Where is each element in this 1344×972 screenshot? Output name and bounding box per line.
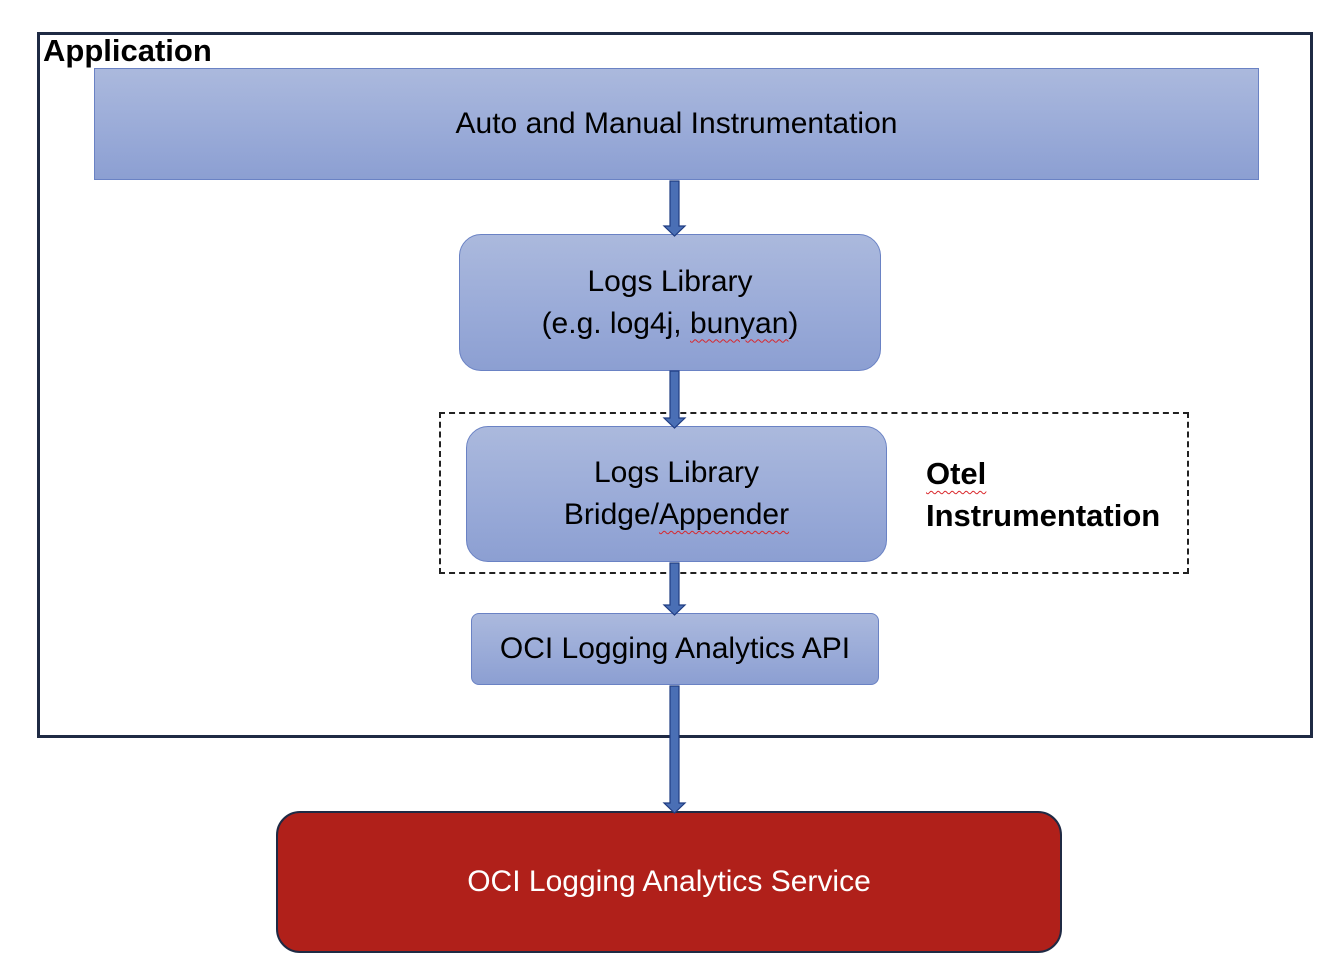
otel-label-line1: Otel <box>926 456 987 491</box>
bunyan-word: bunyan <box>689 306 789 340</box>
logs-library-examples-suffix: ) <box>788 306 799 340</box>
application-title: Application <box>43 33 212 68</box>
otel-label: Otel Instrumentation <box>926 453 1160 537</box>
bridge-subtitle-prefix: Bridge/ <box>563 498 659 531</box>
instrumentation-box: Auto and Manual Instrumentation <box>94 68 1259 180</box>
logging-analytics-api-box: OCI Logging Analytics API <box>471 613 879 685</box>
bridge-appender-box: Logs Library Bridge/Appender <box>466 426 887 562</box>
service-label: OCI Logging Analytics Service <box>467 865 871 898</box>
bridge-subtitle: Bridge/Appender <box>564 494 789 536</box>
logs-library-examples-prefix: (e.g. log4j, <box>541 306 690 340</box>
otel-instrumentation-group <box>439 412 1189 574</box>
logs-library-title: Logs Library <box>587 264 753 298</box>
instrumentation-label: Auto and Manual Instrumentation <box>455 107 898 140</box>
logs-library-examples: (e.g. log4j, bunyan) <box>542 303 799 345</box>
bridge-title: Logs Library <box>593 456 760 489</box>
appender-word: Appender <box>658 498 790 531</box>
api-label: OCI Logging Analytics API <box>499 632 851 665</box>
otel-label-line2: Instrumentation <box>926 498 1161 533</box>
logging-analytics-service-box: OCI Logging Analytics Service <box>276 811 1062 953</box>
logs-library-box: Logs Library (e.g. log4j, bunyan) <box>459 234 881 371</box>
